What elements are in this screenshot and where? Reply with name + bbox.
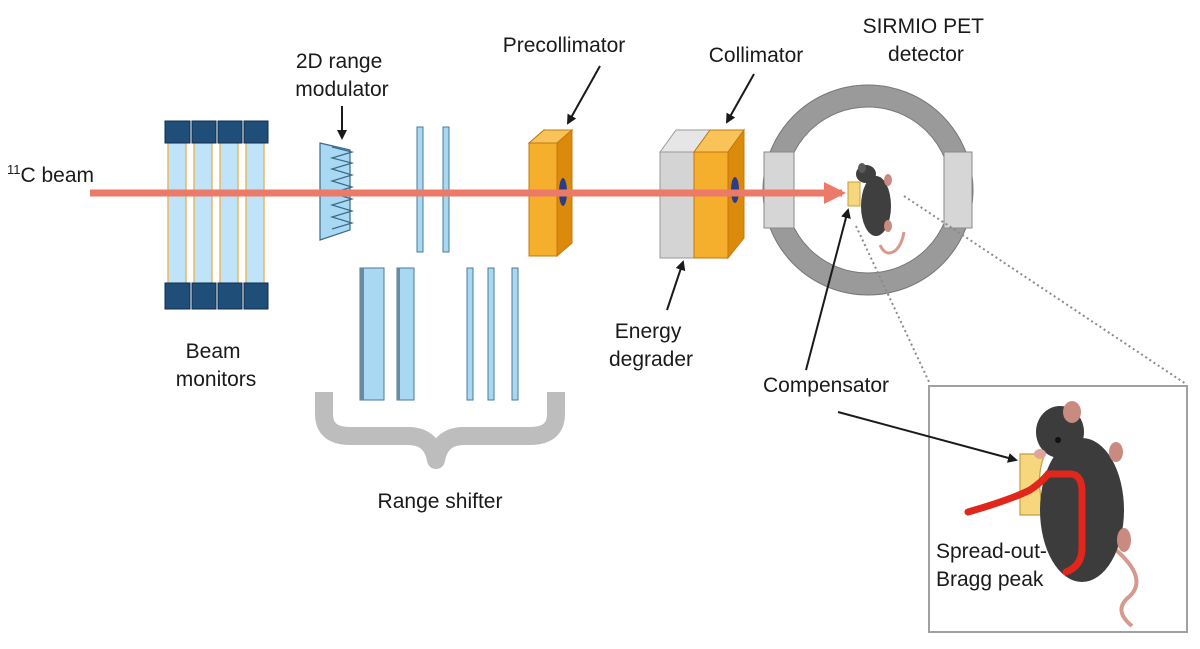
precollimator-label: Precollimator: [503, 34, 626, 57]
modulator-label-line2: modulator: [295, 78, 388, 101]
compensator-label: Compensator: [763, 374, 889, 397]
range-shifter-label: Range shifter: [378, 490, 503, 513]
modulator-label: 2D range modulator: [295, 50, 388, 101]
inset-panel: [928, 385, 1188, 633]
beam-label: 11C beam: [7, 162, 94, 187]
energy-degrader-label-line2: degrader: [609, 348, 693, 371]
compensator-arrow-small: [805, 208, 851, 371]
modulator-label-line1: 2D range: [296, 50, 382, 73]
beam-label-text: C beam: [21, 164, 95, 187]
beam-monitors-label: Beam monitors: [176, 340, 257, 391]
energy-degrader-label-line1: Energy: [615, 320, 682, 343]
beam-monitors-label-line1: Beam: [186, 340, 241, 363]
bragg-peak-beam: [964, 470, 1086, 576]
beam-label-sup: 11: [7, 162, 21, 177]
pointer-arrows: [337, 65, 1018, 463]
sobp-label-line1: Spread-out-: [936, 540, 1047, 563]
mouse-icon: [856, 163, 906, 255]
compensator-small: [847, 181, 861, 207]
compensator-arrow-large: [837, 411, 1018, 463]
collimator: [693, 128, 745, 260]
beam-monitor-frames: [164, 120, 269, 310]
beam-monitors-label-line2: monitors: [176, 368, 257, 391]
beam-monitor-panels: [167, 139, 265, 286]
sobp-label: Spread-out- Bragg peak: [936, 540, 1053, 591]
collimator-arrow: [726, 73, 755, 124]
detector-label: SIRMIO PET detector: [863, 15, 990, 66]
sobp-label-line2: Bragg peak: [936, 568, 1044, 591]
collimator-label: Collimator: [709, 44, 804, 67]
zoom-lines: [855, 195, 1187, 385]
energy-degrader-label: Energy degrader: [609, 320, 693, 371]
detector-label-line2: detector: [888, 43, 964, 66]
detector-label-line1: SIRMIO PET: [863, 15, 985, 38]
beam-monitors: [164, 120, 269, 310]
range-shifter-plates-lower: [359, 267, 519, 401]
range-shifter-brace: [315, 392, 565, 469]
precollimator-arrow: [567, 65, 601, 125]
energy-degrader-arrow: [666, 260, 686, 311]
